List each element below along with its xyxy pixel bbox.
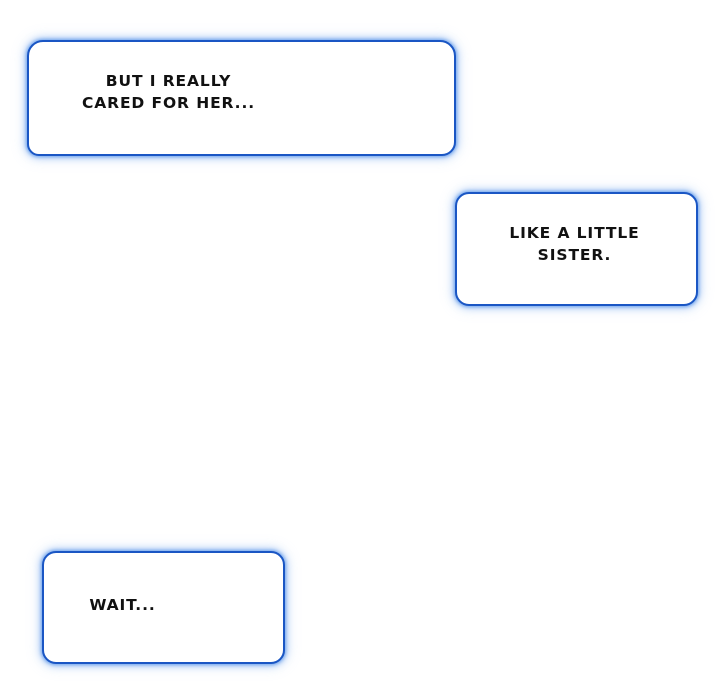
speech-bubble-1: BUT I REALLY CARED FOR HER... xyxy=(27,40,456,156)
speech-bubble-2-text: LIKE A LITTLE SISTER. xyxy=(509,224,640,264)
speech-bubble-3: WAIT... xyxy=(42,551,285,664)
speech-bubble-1-text: BUT I REALLY CARED FOR HER... xyxy=(81,72,256,112)
speech-bubble-3-text: WAIT... xyxy=(89,595,156,614)
speech-bubble-2: LIKE A LITTLE SISTER. xyxy=(455,192,698,306)
